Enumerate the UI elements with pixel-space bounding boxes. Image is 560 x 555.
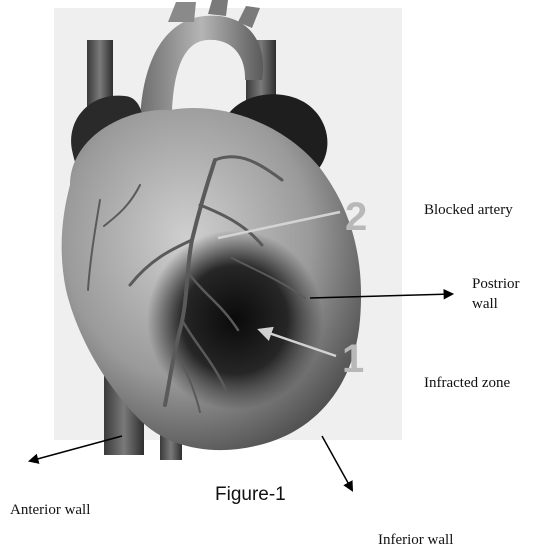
label-blocked-artery: Blocked artery [424,200,513,220]
arrow-inferior-wall [322,436,352,490]
label-anterior-wall: Anterior wall [10,500,90,520]
callout-number-1: 1 [342,337,364,381]
callout-number-2: 2 [345,195,367,239]
infarcted-region [147,230,323,410]
figure-caption: Figure-1 [215,484,286,506]
label-infarcted-zone: Infracted zone [424,373,510,393]
label-inferior-wall: Inferior wall [378,530,453,550]
label-posterior-wall: Postrior wall [472,274,542,314]
